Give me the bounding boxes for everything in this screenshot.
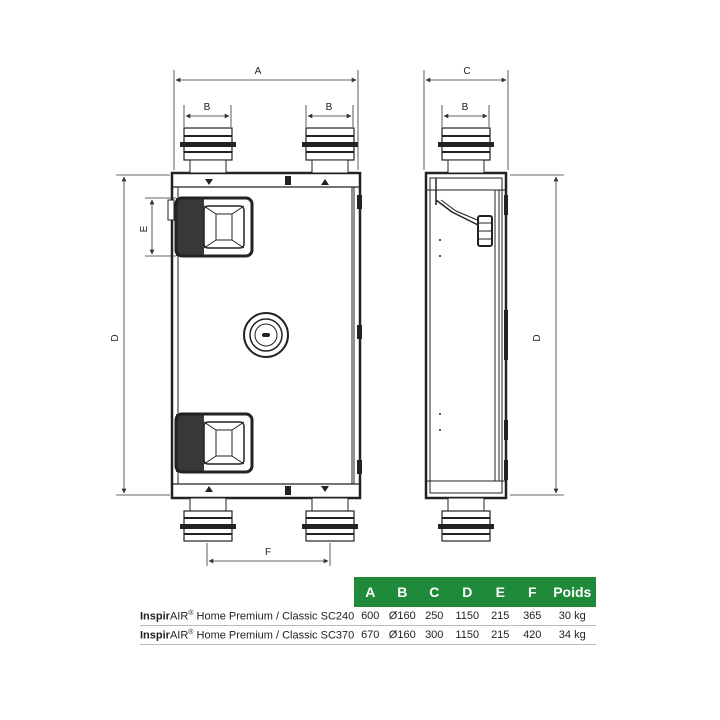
cell-c: 250: [418, 607, 451, 626]
spigot-side-top: [438, 127, 494, 174]
cell-poids: 30 kg: [548, 607, 597, 626]
dim-label-a: A: [255, 66, 262, 77]
cell-b: Ø160: [386, 625, 419, 645]
registered-mark: ®: [188, 628, 194, 636]
header-f: F: [516, 577, 549, 607]
cell-f: 365: [516, 607, 549, 626]
spigot-bottom-left: [180, 497, 236, 542]
dim-label-b-left: B: [204, 102, 211, 113]
dim-label-e: E: [139, 225, 150, 232]
registered-mark: ®: [188, 609, 194, 617]
header-e: E: [484, 577, 517, 607]
cell-d: 1150: [450, 607, 485, 626]
dim-label-d-side: D: [532, 334, 543, 341]
front-view: [167, 127, 362, 542]
side-view: [424, 127, 508, 542]
spigot-side-bottom: [438, 497, 494, 542]
spec-table-header: A B C D E F Poids: [140, 577, 597, 607]
cell-c: 300: [418, 625, 451, 645]
model-label: Home Premium / Classic SC240: [193, 610, 355, 623]
spigot-top-left: [180, 127, 236, 174]
brand-suffix: AIR: [169, 610, 189, 623]
spigot-bottom-right: [302, 497, 358, 542]
model-name: InspirAIR® Home Premium / Classic SC370: [140, 625, 355, 645]
table-row: InspirAIR® Home Premium / Classic SC240 …: [140, 607, 597, 626]
model-name: InspirAIR® Home Premium / Classic SC240: [140, 607, 355, 626]
cell-poids: 34 kg: [548, 625, 597, 645]
dim-label-d-front: D: [110, 334, 121, 341]
brand-prefix: Inspir: [140, 610, 170, 623]
cell-d: 1150: [450, 625, 485, 645]
dim-label-b-right: B: [326, 102, 333, 113]
header-a: A: [354, 577, 387, 607]
dim-label-c: C: [463, 66, 470, 77]
cell-e: 215: [484, 625, 517, 645]
table-row: InspirAIR® Home Premium / Classic SC370 …: [140, 625, 597, 645]
cell-a: 670: [354, 625, 387, 645]
header-b: B: [386, 577, 419, 607]
brand-suffix: AIR: [169, 629, 189, 642]
cell-b: Ø160: [386, 607, 419, 626]
dim-label-f: F: [265, 547, 271, 558]
header-d: D: [450, 577, 485, 607]
header-blank: [140, 577, 354, 607]
dim-label-b-side: B: [462, 102, 469, 113]
brand-prefix: Inspir: [140, 629, 170, 642]
header-c: C: [418, 577, 451, 607]
cell-a: 600: [354, 607, 387, 626]
dimension-lines: [116, 70, 564, 566]
cell-e: 215: [484, 607, 517, 626]
spec-table: A B C D E F Poids InspirAIR® Home Premiu…: [140, 577, 597, 645]
spigot-top-right: [302, 127, 358, 174]
cell-f: 420: [516, 625, 549, 645]
header-poids: Poids: [548, 577, 597, 607]
model-label: Home Premium / Classic SC370: [193, 629, 355, 642]
